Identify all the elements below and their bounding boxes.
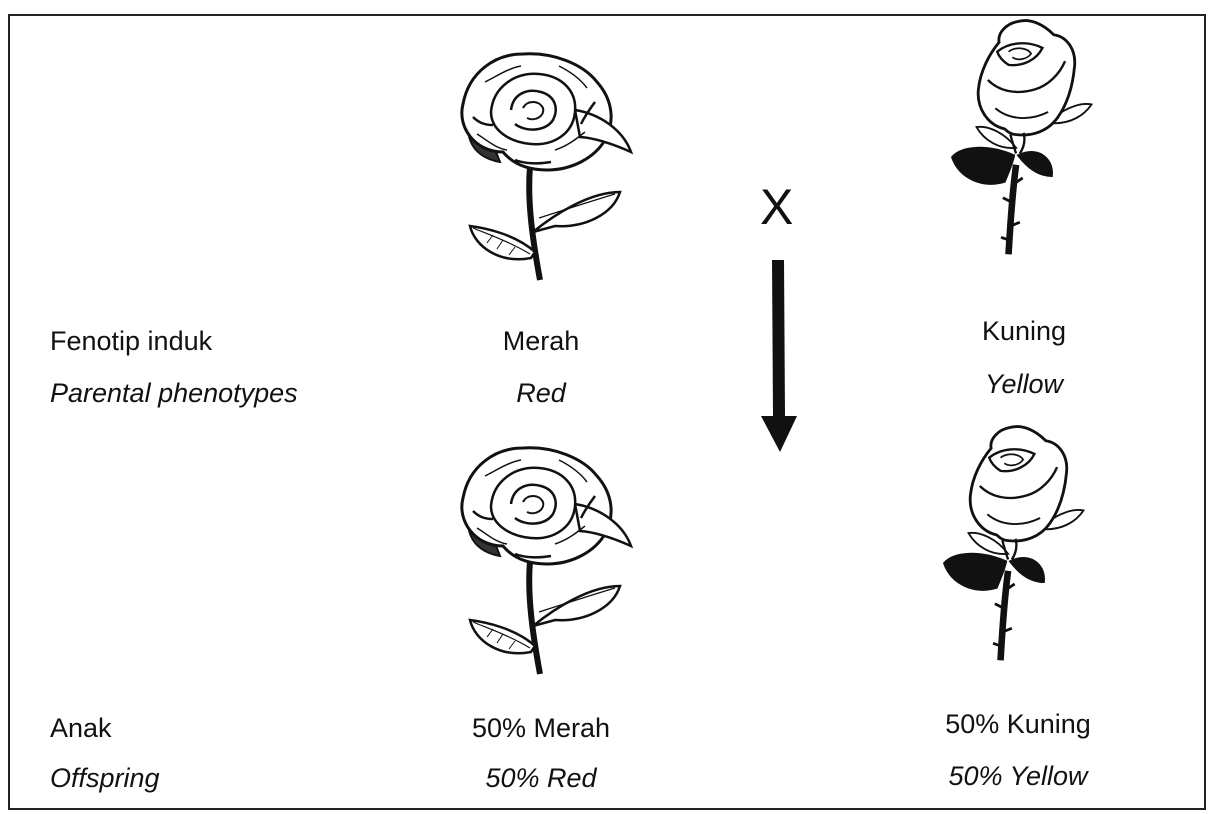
offspring-label: Anak — [50, 713, 112, 743]
parent-yellow-label-en: Yellow — [984, 369, 1064, 399]
offspring-red-rose — [445, 436, 645, 676]
offspring-yellow-rose — [920, 420, 1115, 665]
parent-yellow-rose — [928, 14, 1123, 259]
cross-symbol: X — [760, 179, 794, 235]
offspring-red-label-en: 50% Red — [485, 763, 597, 793]
offspring-label-en: Offspring — [50, 763, 160, 793]
parent-red-rose — [445, 42, 645, 282]
offspring-yellow-label: 50% Kuning — [945, 709, 1091, 739]
parent-red-label-en: Red — [516, 378, 566, 408]
parents-label-en: Parental phenotypes — [50, 378, 298, 408]
down-arrow-icon — [761, 259, 797, 452]
parents-label: Fenotip induk — [50, 326, 213, 356]
parent-yellow-label: Kuning — [981, 316, 1067, 346]
offspring-red-label: 50% Merah — [471, 713, 611, 743]
parent-red-label: Merah — [502, 326, 580, 356]
offspring-yellow-label-en: 50% Yellow — [948, 761, 1088, 791]
